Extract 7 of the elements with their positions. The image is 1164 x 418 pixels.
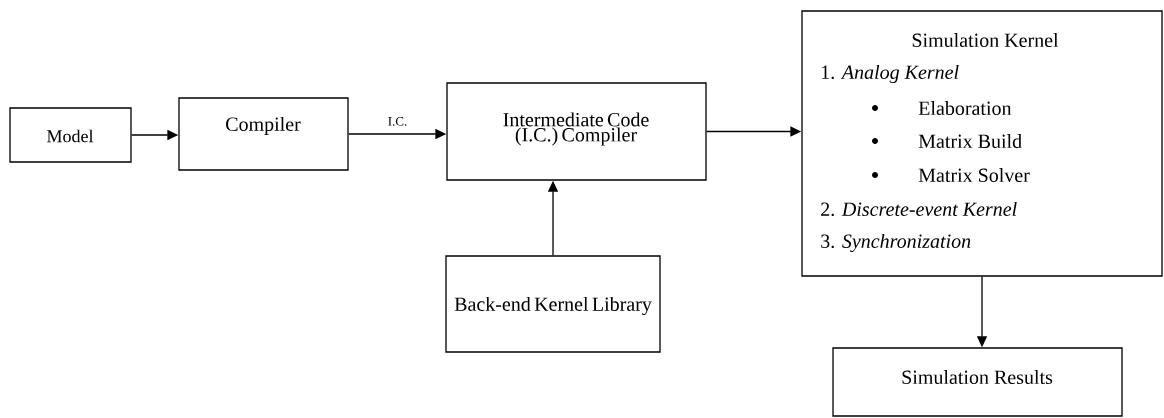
process-box: Simulation Results [832,347,1123,417]
process-box: Model [9,107,132,163]
process-box: Compiler [178,97,349,171]
edge-label: I.C. [386,116,409,127]
process-box: Intermediate Code (I.C.) Compiler [446,82,707,181]
process-box: Simulation Kernel 1. Analog Kernel Elaboration Matrix Build Matrix Solver 2. Discrete-event Kernel 3. Synchronization [801,10,1163,277]
process-box: Back-end Kernel Library [445,255,661,353]
